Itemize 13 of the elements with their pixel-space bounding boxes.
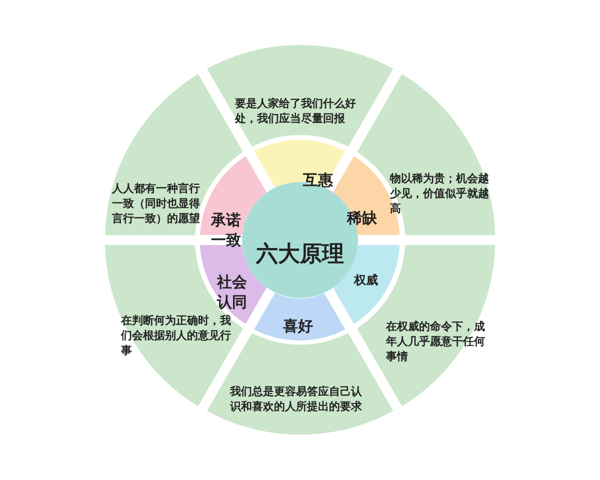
principle-label: 喜好 xyxy=(282,316,314,336)
description-text: 我们总是更容易答应自己认识和喜欢的人所提出的要求 xyxy=(230,384,363,415)
description-text: 在判断何为正确时，我们会根据别人的意见行事 xyxy=(120,314,231,359)
principle-label: 互惠 xyxy=(302,170,334,190)
description-text: 人人都有一种言行一致（同时也显得言行一致）的愿望 xyxy=(112,182,201,227)
description-text: 物以稀为贵；机会越少见，价值似乎就越高 xyxy=(390,172,490,217)
principle-label: 权威 xyxy=(352,272,379,288)
center-title: 六大原理 xyxy=(254,241,345,269)
principle-label: 社会认同 xyxy=(216,272,248,312)
description-text: 要是人家给了我们什么好处，我们应当尽量回报 xyxy=(234,97,357,127)
principle-label: 承诺一致 xyxy=(210,210,242,250)
description-text: 在权威的命令下，成年人几乎愿意干任何事情 xyxy=(386,320,486,365)
principle-label: 稀缺 xyxy=(346,208,378,228)
